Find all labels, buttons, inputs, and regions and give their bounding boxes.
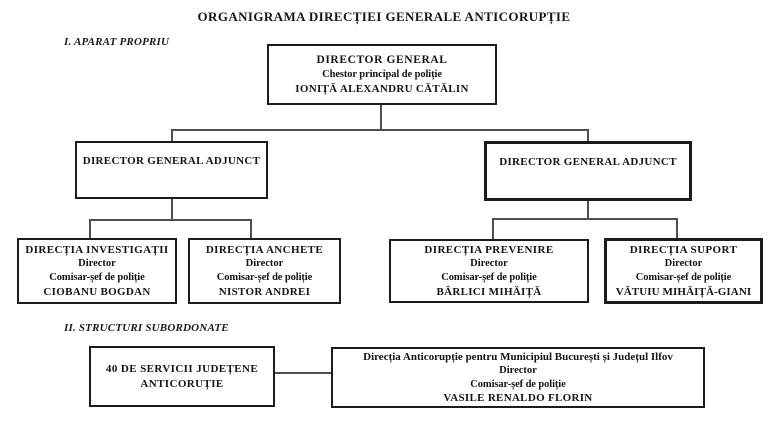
connector-row1-horizontal: [171, 129, 589, 131]
org-box-directia-suport: DIRECȚIA SUPORT Director Comisar-șef de …: [604, 238, 763, 304]
bucharest-rank: Comisar-șef de poliție: [470, 378, 566, 390]
connector-left-group-horizontal: [89, 219, 252, 221]
connector-subordinate-horizontal: [275, 372, 331, 374]
director-general-rank: Chestor principal de poliție: [322, 68, 442, 80]
bucharest-unit: Direcția Anticorupție pentru Municipiul …: [363, 350, 673, 363]
directorate-rank: Comisar-șef de poliție: [635, 272, 732, 283]
county-services-line1: 40 DE SERVICII JUDEȚENE: [105, 362, 259, 375]
connector-to-anchete: [250, 219, 252, 238]
org-box-directia-investigatii: DIRECȚIA INVESTIGAȚII Director Comisar-ș…: [17, 238, 177, 304]
chart-title: ORGANIGRAMA DIRECȚIEI GENERALE ANTICORUP…: [197, 9, 571, 24]
org-box-director-general: DIRECTOR GENERAL Chestor principal de po…: [267, 44, 497, 105]
connector-adjunct-right-stub: [587, 200, 589, 220]
connector-to-suport: [676, 218, 678, 239]
section-label-aparat-propriu: I. APARAT PROPRIU: [64, 36, 170, 48]
connector-dg-stub: [380, 105, 382, 131]
directorate-name: CIOBANU BOGDAN: [43, 285, 151, 298]
org-box-bucuresti-ilfov: Direcția Anticorupție pentru Municipiul …: [331, 347, 705, 408]
directorate-rank: Comisar-șef de poliție: [49, 272, 145, 283]
section-label-structuri-subordonate: II. STRUCTURI SUBORDONATE: [64, 322, 229, 334]
director-general-name: IONIȚĂ ALEXANDRU CĂTĂLIN: [295, 82, 469, 95]
org-box-adjunct-left: DIRECTOR GENERAL ADJUNCT: [75, 141, 268, 199]
bucharest-name: VASILE RENALDO FLORIN: [443, 391, 593, 404]
directorate-rank: Comisar-șef de poliție: [216, 272, 313, 283]
directorate-name: BÂRLICI MIHĂIȚĂ: [436, 285, 542, 298]
directorate-rank: Comisar-șef de poliție: [441, 272, 537, 283]
connector-to-adjunct-left: [171, 129, 173, 142]
connector-to-prevenire: [492, 218, 494, 239]
directorate-unit: DIRECȚIA SUPORT: [629, 243, 738, 256]
directorate-position: Director: [470, 258, 508, 270]
directorate-position: Director: [245, 258, 284, 270]
directorate-unit: DIRECȚIA PREVENIRE: [424, 243, 554, 256]
adjunct-right-role: DIRECTOR GENERAL ADJUNCT: [499, 156, 677, 168]
county-services-line2: ANTICORUȚIE: [140, 377, 224, 390]
org-box-directia-prevenire: DIRECȚIA PREVENIRE Director Comisar-șef …: [389, 239, 589, 303]
org-box-directia-anchete: DIRECȚIA ANCHETE Director Comisar-șef de…: [188, 238, 341, 304]
connector-adjunct-left-stub: [171, 198, 173, 221]
directorate-unit: DIRECȚIA INVESTIGAȚII: [25, 243, 169, 256]
adjunct-left-role: DIRECTOR GENERAL ADJUNCT: [82, 155, 261, 167]
org-box-servicii-judetene: 40 DE SERVICII JUDEȚENE ANTICORUȚIE: [89, 346, 275, 407]
directorate-name: NISTOR ANDREI: [218, 285, 311, 298]
directorate-name: VĂTUIU MIHĂIȚĂ-GIANI: [615, 285, 752, 298]
directorate-position: Director: [78, 258, 116, 270]
org-box-adjunct-right: DIRECTOR GENERAL ADJUNCT: [484, 141, 692, 201]
director-general-role: DIRECTOR GENERAL: [316, 53, 448, 66]
directorate-unit: DIRECȚIA ANCHETE: [205, 243, 324, 256]
directorate-position: Director: [664, 258, 703, 270]
connector-right-group-horizontal: [492, 218, 678, 220]
connector-to-adjunct-right: [587, 129, 589, 142]
connector-to-investigatii: [89, 219, 91, 238]
bucharest-position: Director: [499, 365, 537, 377]
